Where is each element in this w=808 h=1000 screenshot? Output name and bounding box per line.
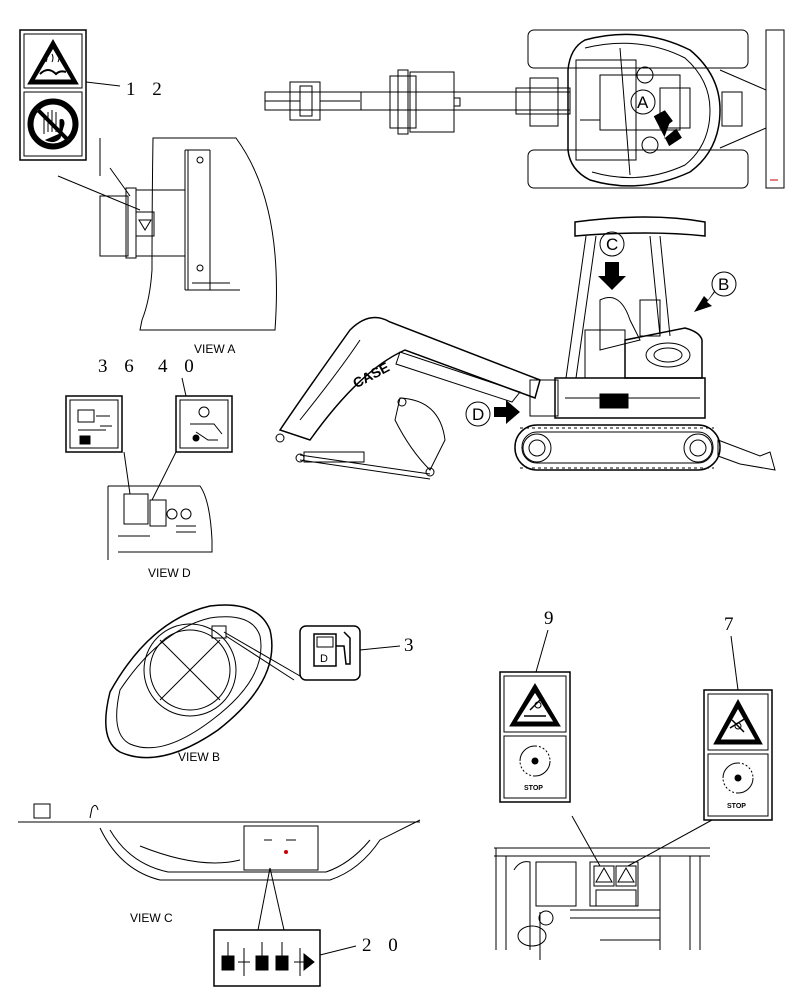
decal-36: 3 6 — [65, 356, 140, 453]
view-b-label: VIEW B — [178, 750, 220, 764]
stop-text-9: STOP — [524, 785, 543, 792]
callout-9: 9 — [544, 608, 560, 629]
arrow-a-icon — [653, 110, 682, 147]
decal-7: 7 STOP — [703, 614, 773, 821]
view-c-label: VIEW C — [130, 911, 173, 925]
arrow-c-circle — [599, 231, 625, 257]
view-c-drawing: VIEW C — [18, 803, 421, 931]
arrow-d-letter: D — [472, 405, 484, 424]
top-view-excavator: A — [264, 29, 785, 189]
callout-36: 3 6 — [98, 356, 140, 377]
callout-7: 7 — [724, 614, 740, 635]
crush-hazard-icon — [509, 683, 561, 727]
view-d-drawing: VIEW D — [107, 451, 213, 580]
fuel-diesel-icon: D — [313, 631, 351, 667]
decal-3: D 3 — [299, 625, 420, 681]
boom-brand: CASE — [350, 359, 392, 391]
decal-9: 9 STOP — [499, 608, 571, 803]
view-a-drawing: VIEW A — [57, 137, 277, 356]
arrow-b-circle — [711, 271, 737, 297]
arrow-b-letter: B — [718, 275, 729, 294]
arrow-a-letter: A — [637, 93, 649, 112]
arrow-b-icon — [694, 290, 715, 312]
arrow-c-icon — [598, 262, 626, 290]
fan-hazard-icon — [713, 698, 763, 745]
side-view-excavator: CASE C B D — [275, 216, 776, 480]
arrow-c-letter: C — [606, 235, 618, 254]
view-d-label: VIEW D — [148, 566, 191, 580]
control-pattern-icon — [221, 942, 315, 976]
callout-12: 1 2 — [126, 79, 168, 100]
arrow-a-circle — [630, 89, 656, 115]
no-touch-hand-icon — [27, 98, 79, 150]
callout-3: 3 — [404, 635, 420, 656]
decal-12: 1 2 — [19, 29, 168, 161]
callout-20: 2 0 — [362, 935, 404, 956]
view-b-drawing: VIEW B — [105, 604, 301, 764]
view-a-label: VIEW A — [194, 342, 235, 356]
arrow-d-circle — [465, 401, 491, 427]
decal-40: 4 0 — [158, 356, 233, 453]
decal-20: 2 0 — [213, 929, 404, 987]
fuel-letter: D — [320, 653, 328, 665]
callout-40: 4 0 — [158, 356, 200, 377]
engine-bay-detail — [494, 815, 713, 960]
stop-text-7: STOP — [727, 803, 746, 810]
hot-surface-warning-icon — [27, 38, 79, 85]
arrow-d-icon — [494, 400, 520, 424]
rotating-stop-icon: STOP — [722, 762, 754, 810]
rotating-stop-icon: STOP — [519, 745, 551, 792]
